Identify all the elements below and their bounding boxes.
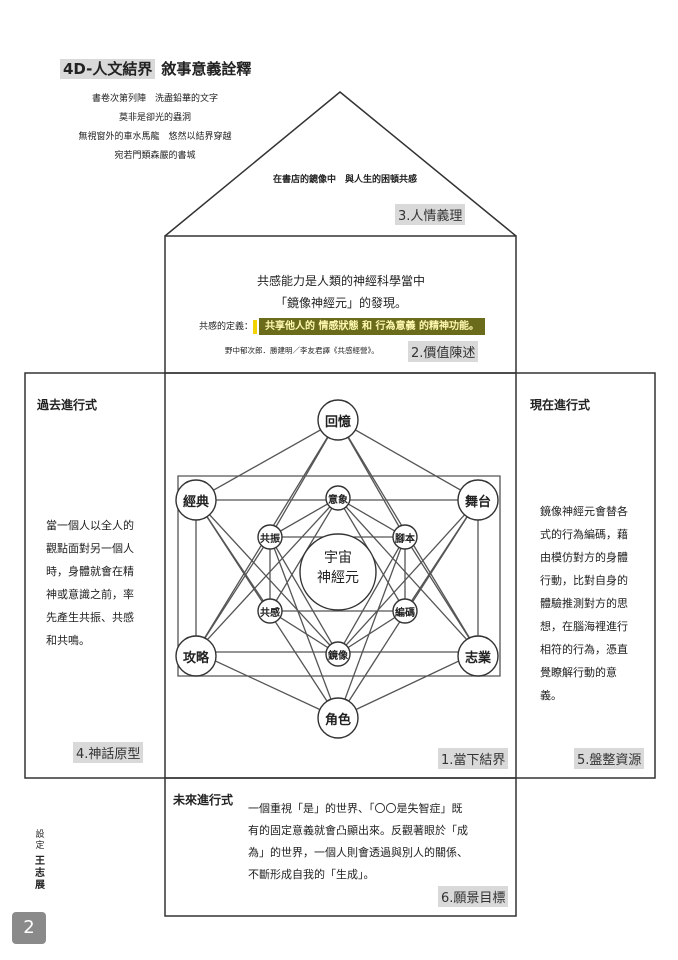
- center-label: 1.當下結界: [438, 748, 509, 769]
- future-title: 未來進行式: [173, 793, 234, 807]
- inner-node-top: 意象: [328, 495, 348, 506]
- title-code: 4D-人文結界: [60, 59, 156, 79]
- left-text: 當一個人以全人的 觀點面對另一個人 時，身體就會在精 神或意識之前，率 先產生共…: [46, 514, 154, 652]
- definition-text: 共享他人的 情感狀態 和 行為意義 的精神功能。: [259, 318, 485, 335]
- inner-node-upper-left: 共振: [260, 534, 280, 545]
- poem-line: 無視窗外的車水馬龍 悠然以結界穿越: [78, 132, 232, 142]
- right-line: 體驗推測對方的思: [540, 597, 628, 610]
- node-upper-left: 經典: [182, 495, 209, 510]
- right-line: 由模仿對方的身體: [540, 551, 628, 564]
- future-line: 不斷形成自我的「生成」。: [248, 868, 375, 881]
- right-line: 相符的行為，憑直: [540, 643, 628, 656]
- title-subtitle: 敘事意義詮釋: [161, 60, 252, 78]
- poem-line: 莫非是卻光的蟲洞: [118, 113, 191, 123]
- setter-credit: 設定 王志展: [33, 830, 47, 892]
- right-label: 5.盤整資源: [574, 748, 645, 769]
- future-line: 一個重視「是」的世界、「〇〇是失智症」既: [248, 802, 463, 815]
- left-line: 觀點面對另一個人: [46, 542, 134, 555]
- page-title: 4D-人文結界敘事意義詮釋: [60, 58, 251, 79]
- definition-row: 共感的定義： 共享他人的 情感狀態 和 行為意義 的精神功能。: [199, 317, 485, 335]
- left-line: 和共鳴。: [46, 634, 90, 647]
- core-line-1: 宇宙: [324, 550, 352, 566]
- node-bottom: 角色: [324, 713, 351, 728]
- right-title: 現在進行式: [530, 398, 591, 412]
- right-line: 義。: [540, 689, 562, 702]
- poem: 書卷次第列陣 洗盡鉛華的文字 莫非是卻光的蟲洞 無視窗外的車水馬龍 悠然以結界穿…: [60, 90, 250, 166]
- poem-line: 宛若門類森嚴的書城: [114, 151, 196, 161]
- values-text: 共感能力是人類的神經科學當中 「鏡像神經元」的發現。: [166, 270, 516, 314]
- inner-node-lower-left: 共感: [260, 608, 280, 619]
- node-lower-right: 志業: [464, 651, 491, 666]
- right-line: 式的行為編碼，藉: [540, 528, 628, 541]
- left-line: 當一個人以全人的: [46, 519, 134, 532]
- page-number-badge[interactable]: 2: [12, 912, 46, 944]
- poem-line: 書卷次第列陣 洗盡鉛華的文字: [91, 94, 218, 104]
- highlight-marker: [253, 319, 258, 334]
- node-top: 回憶: [324, 415, 351, 430]
- inner-node-upper-right: 腳本: [395, 534, 415, 545]
- future-text: 一個重視「是」的世界、「〇〇是失智症」既 有的固定意義就會凸顯出來。反觀著眼於「…: [248, 798, 508, 886]
- future-line: 為」的世界，一個人則會透過與別人的關係、: [248, 846, 468, 859]
- citation: 野中郁次郎．勝建明／李友君譯《共感經營》。: [225, 346, 379, 355]
- left-label: 4.神話原型: [73, 742, 144, 763]
- roof-label: 3.人情義理: [395, 204, 466, 225]
- definition-prefix: 共感的定義：: [199, 322, 254, 332]
- right-line: 鏡像神經元會替各: [540, 505, 628, 518]
- node-lower-left: 攻略: [182, 651, 209, 666]
- right-line: 想，在腦海裡進行: [540, 620, 628, 633]
- values-line-2: 「鏡像神經元」的發現。: [274, 296, 407, 310]
- left-line: 時，身體就會在精: [46, 565, 134, 578]
- values-line-1: 共感能力是人類的神經科學當中: [256, 274, 425, 288]
- left-line: 先產生共振、共感: [46, 611, 134, 624]
- setter-name: 王志展: [35, 856, 45, 891]
- setter-role: 設定: [35, 830, 45, 851]
- values-label: 2.價值陳述: [408, 341, 479, 362]
- right-text: 鏡像神經元會替各 式的行為編碼，藉 由模仿對方的身體 行動，比對自身的 體驗推測…: [540, 500, 646, 707]
- left-line: 神或意識之前，率: [46, 588, 134, 601]
- inner-node-bottom: 鏡像: [328, 651, 348, 662]
- future-label: 6.願景目標: [438, 886, 509, 907]
- core-line-2: 神經元: [317, 570, 359, 586]
- right-line: 覺瞭解行動的意: [540, 666, 617, 679]
- left-title: 過去進行式: [37, 398, 98, 412]
- core-node: 宇宙 神經元: [300, 548, 376, 588]
- roof-caption: 在書店的鏡像中 與人生的困頓共感: [272, 175, 417, 185]
- right-line: 行動，比對自身的: [540, 574, 628, 587]
- future-line: 有的固定意義就會凸顯出來。反觀著眼於「成: [248, 824, 468, 837]
- inner-node-lower-right: 編碼: [395, 608, 415, 619]
- node-upper-right: 舞台: [464, 495, 491, 510]
